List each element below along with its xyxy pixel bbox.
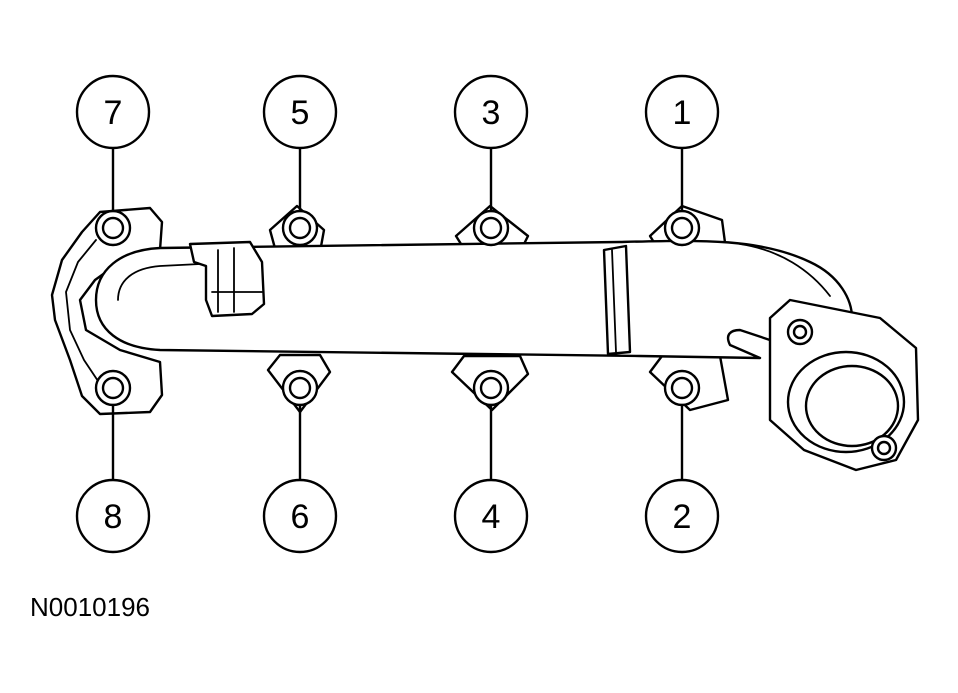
callout-balloon-5 — [262, 74, 338, 150]
bolt-4-hole — [479, 376, 503, 400]
bolt-5-hole — [288, 216, 312, 240]
callout-number-2: 2 — [673, 498, 692, 536]
bolt-6-hole — [288, 376, 312, 400]
bolt-1-hole — [670, 216, 694, 240]
sensor-bracket — [188, 240, 266, 318]
callout-balloon-4 — [453, 478, 529, 554]
bolt-7-hole — [101, 216, 125, 240]
slip-joint-collar-line — [611, 249, 617, 353]
callout-number-3: 3 — [482, 94, 501, 132]
manifold-tube-elbow-edge — [739, 243, 831, 297]
callout-number-6: 6 — [291, 498, 310, 536]
callout-balloon-1 — [644, 74, 720, 150]
callout-balloon-2 — [644, 478, 720, 554]
manifold-tube-inner-edge — [117, 263, 201, 301]
callout-number-5: 5 — [291, 94, 310, 132]
callout-number-7: 7 — [104, 94, 123, 132]
figure-id: N0010196 — [30, 592, 150, 622]
outlet-bolt-lower-inner — [876, 440, 892, 456]
callout-balloon-3 — [453, 74, 529, 150]
outlet-bolt-upper-inner — [792, 324, 808, 340]
outlet-opening-inner — [804, 364, 900, 448]
sensor-bracket-detail — [211, 247, 263, 313]
bolt-callouts: 7 5 3 1 8 6 4 2 — [75, 74, 720, 554]
bolt-2-hole — [670, 376, 694, 400]
left-end-flange-inner — [65, 239, 101, 385]
slip-joint-collar — [602, 244, 632, 356]
exhaust-manifold — [50, 204, 920, 472]
callout-balloon-8 — [75, 478, 151, 554]
bolt-8-hole — [101, 376, 125, 400]
manifold-tube — [94, 239, 854, 360]
callout-number-8: 8 — [104, 498, 123, 536]
callout-number-1: 1 — [673, 94, 692, 132]
callout-number-4: 4 — [482, 498, 501, 536]
callout-balloon-7 — [75, 74, 151, 150]
bolt-3-hole — [479, 216, 503, 240]
callout-balloon-6 — [262, 478, 338, 554]
